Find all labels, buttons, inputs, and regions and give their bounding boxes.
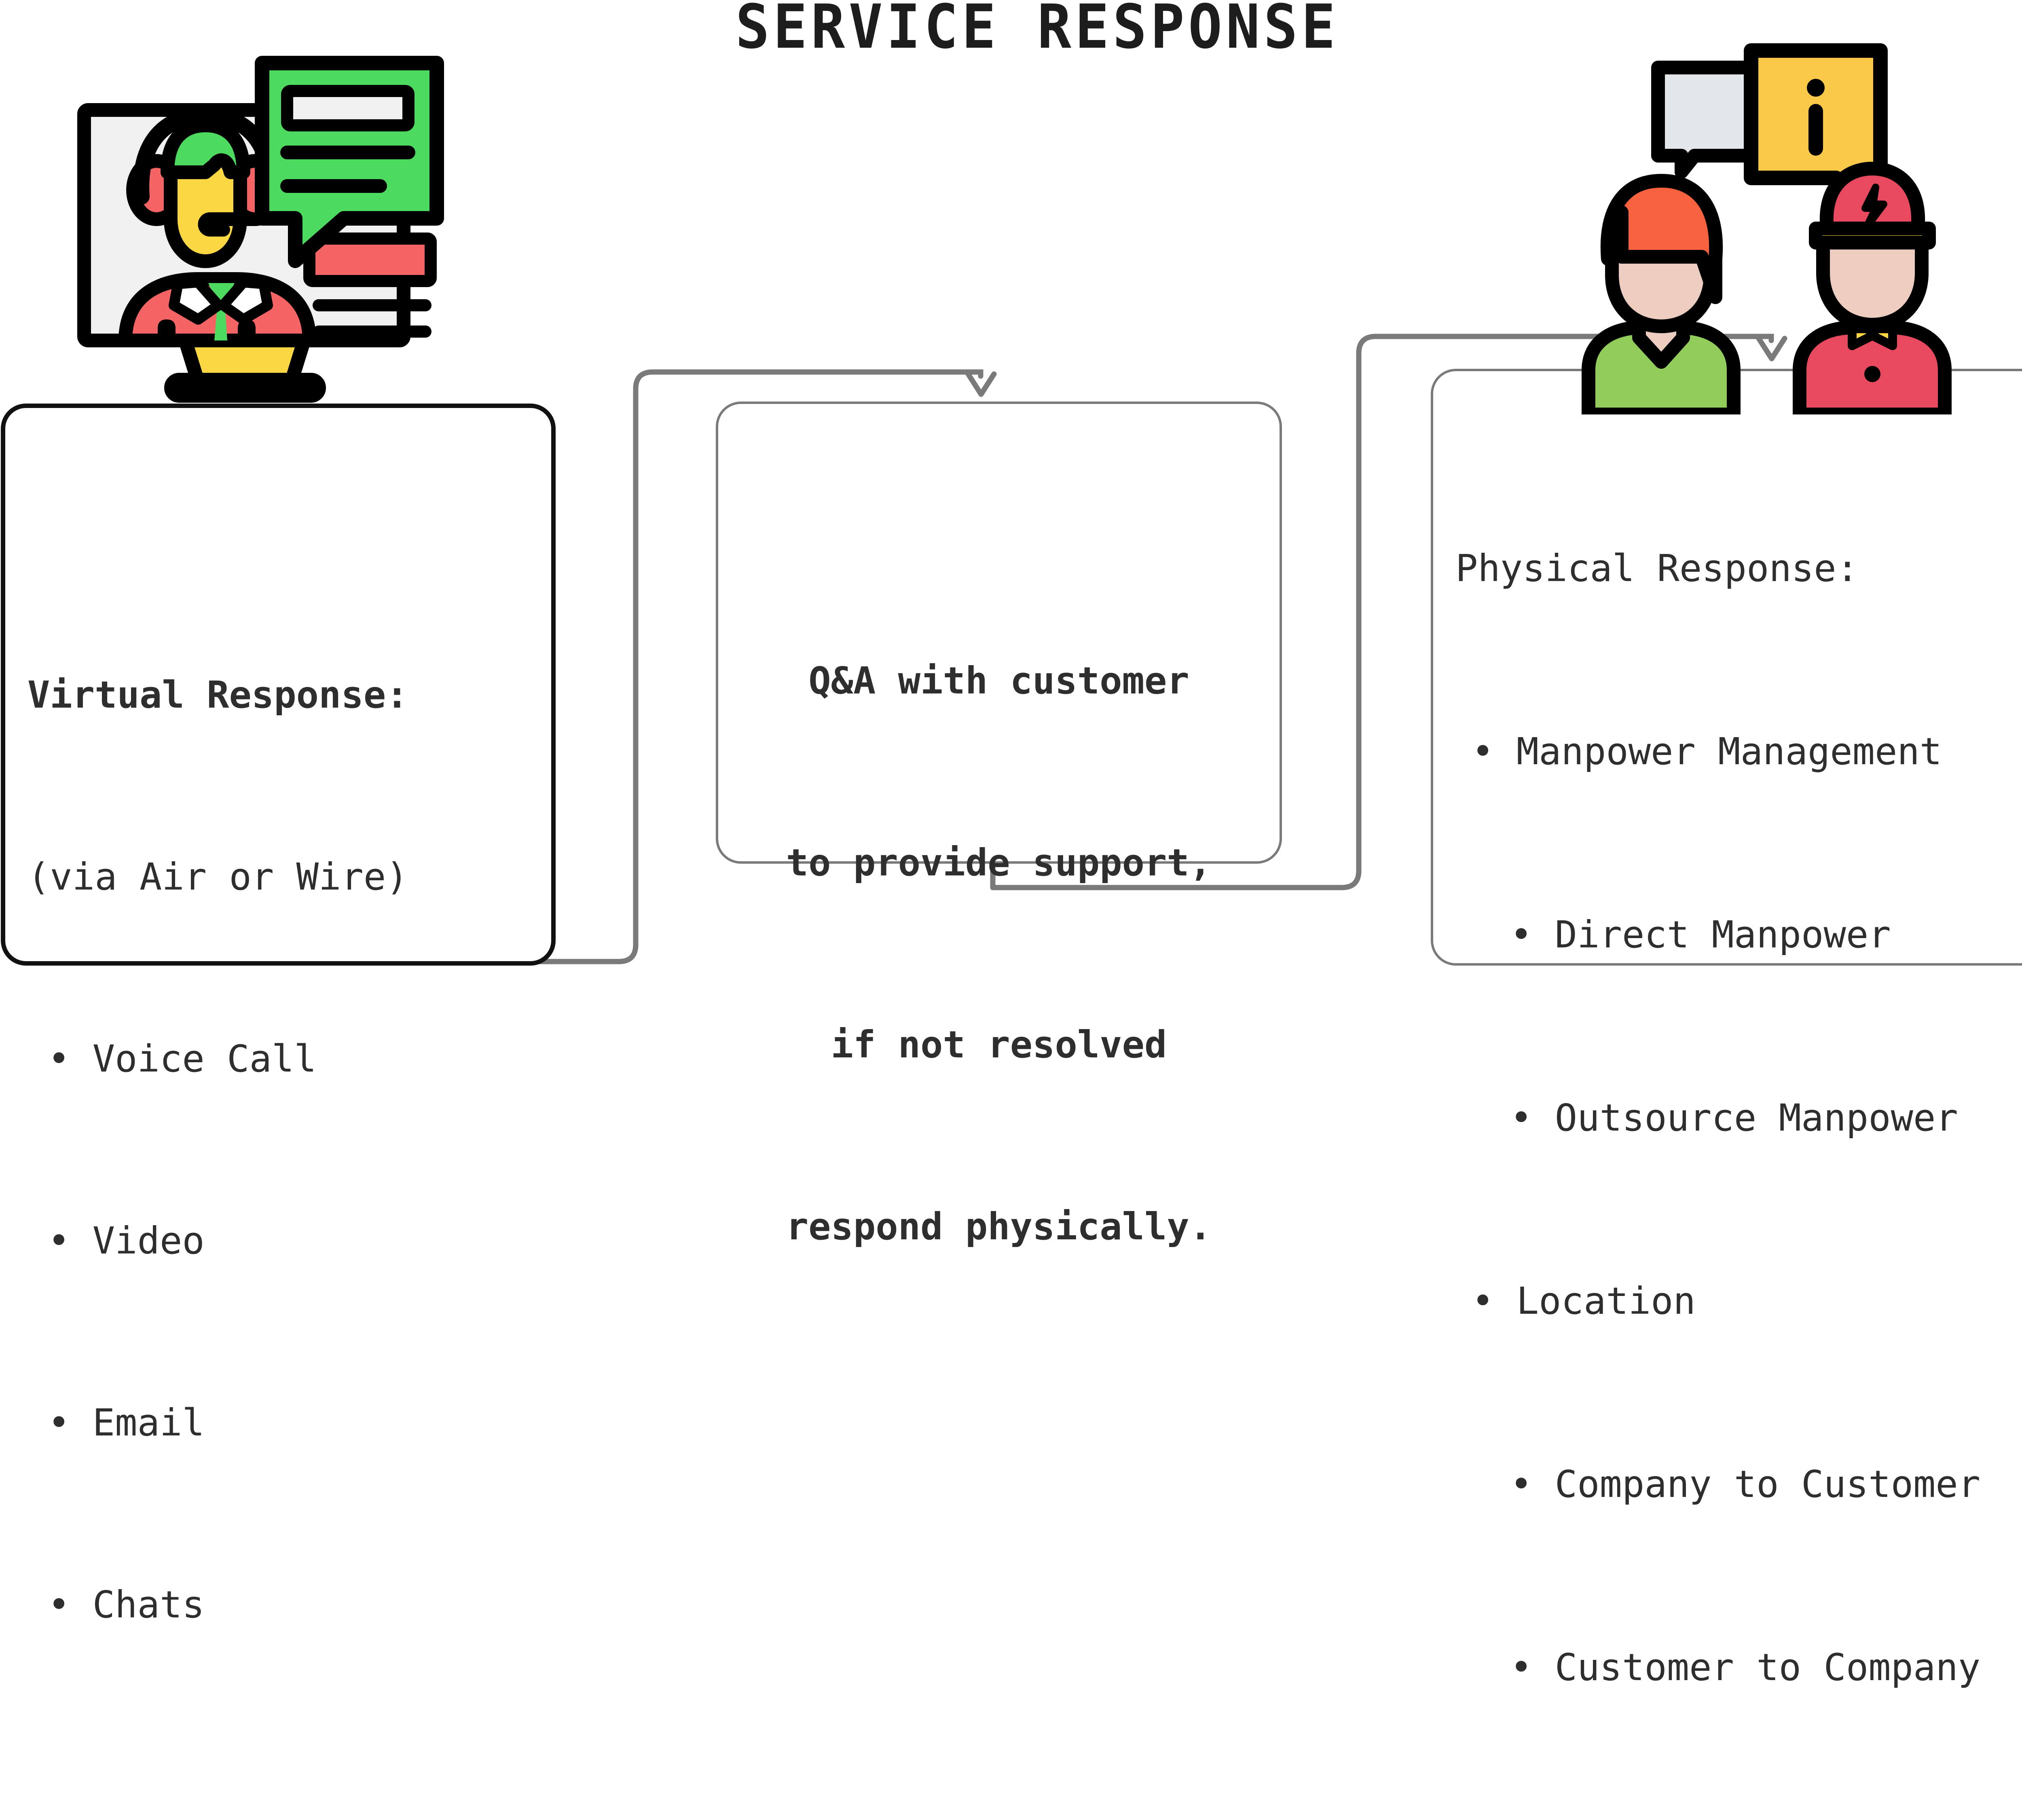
arrowhead-into-middle bbox=[965, 371, 997, 397]
screen-red-bar bbox=[303, 233, 437, 287]
list-item: • Video bbox=[48, 1219, 205, 1262]
list-item: • Chats bbox=[48, 1583, 205, 1626]
list-item: • Email bbox=[48, 1401, 205, 1444]
headset-mic bbox=[198, 212, 262, 237]
diagram-canvas: SERVICE RESPONSE Virtual Response: (via … bbox=[1, 0, 2022, 1689]
list-item: • Location bbox=[1472, 1279, 1696, 1323]
virtual-response-heading: Virtual Response: bbox=[27, 673, 408, 717]
virtual-response-subheading: (via Air or Wire) bbox=[27, 855, 408, 898]
physical-response-text: Physical Response: • Manpower Management… bbox=[1455, 416, 1980, 1820]
qa-note-line: if not resolved bbox=[831, 1023, 1167, 1066]
list-item: • Manpower Management bbox=[1472, 730, 1942, 773]
qa-note-card: Q&A with customer to provide support, if… bbox=[716, 402, 1282, 1248]
qa-note-line: Q&A with customer bbox=[808, 659, 1189, 702]
virtual-response-text: Virtual Response: (via Air or Wire) • Vo… bbox=[27, 543, 408, 1757]
shirt-notch-left bbox=[158, 319, 176, 340]
info-icon-stem bbox=[1808, 104, 1823, 156]
technician-button bbox=[1864, 366, 1880, 382]
list-item: • Company to Customer bbox=[1510, 1463, 1981, 1506]
chat-bubble-field bbox=[281, 85, 415, 131]
physical-response-card: Physical Response: • Manpower Management… bbox=[1431, 369, 2022, 1689]
list-item: • Customer to Company bbox=[1510, 1646, 1981, 1689]
shirt-notch-right bbox=[238, 319, 256, 340]
agent-tie bbox=[208, 283, 235, 340]
technician-face bbox=[1816, 222, 1929, 332]
qa-note-line: respond physically. bbox=[786, 1205, 1212, 1248]
technician-cap-bolt bbox=[1861, 184, 1887, 230]
virtual-response-card: Virtual Response: (via Air or Wire) • Vo… bbox=[1, 404, 556, 1626]
info-icon-dot bbox=[1807, 79, 1825, 97]
list-item: • Direct Manpower bbox=[1510, 913, 1891, 956]
agent-collar bbox=[169, 277, 224, 325]
page-title: SERVICE RESPONSE bbox=[735, 0, 1339, 62]
agent-hair bbox=[161, 118, 250, 179]
technician-cap-brim bbox=[1809, 222, 1936, 249]
list-item: • Voice Call bbox=[48, 1037, 317, 1080]
customer-and-technician-icon bbox=[1573, 38, 1961, 414]
physical-response-heading: Physical Response: bbox=[1455, 547, 1859, 590]
customer-hair bbox=[1600, 174, 1723, 304]
agent-collar-right bbox=[218, 277, 273, 325]
virtual-support-agent-icon bbox=[77, 36, 449, 412]
qa-note-line: to provide support, bbox=[786, 841, 1212, 884]
list-item: • Outsource Manpower bbox=[1510, 1096, 1958, 1139]
qa-note-text: Q&A with customer to provide support, if… bbox=[718, 529, 1280, 1378]
monitor-base bbox=[164, 373, 326, 403]
